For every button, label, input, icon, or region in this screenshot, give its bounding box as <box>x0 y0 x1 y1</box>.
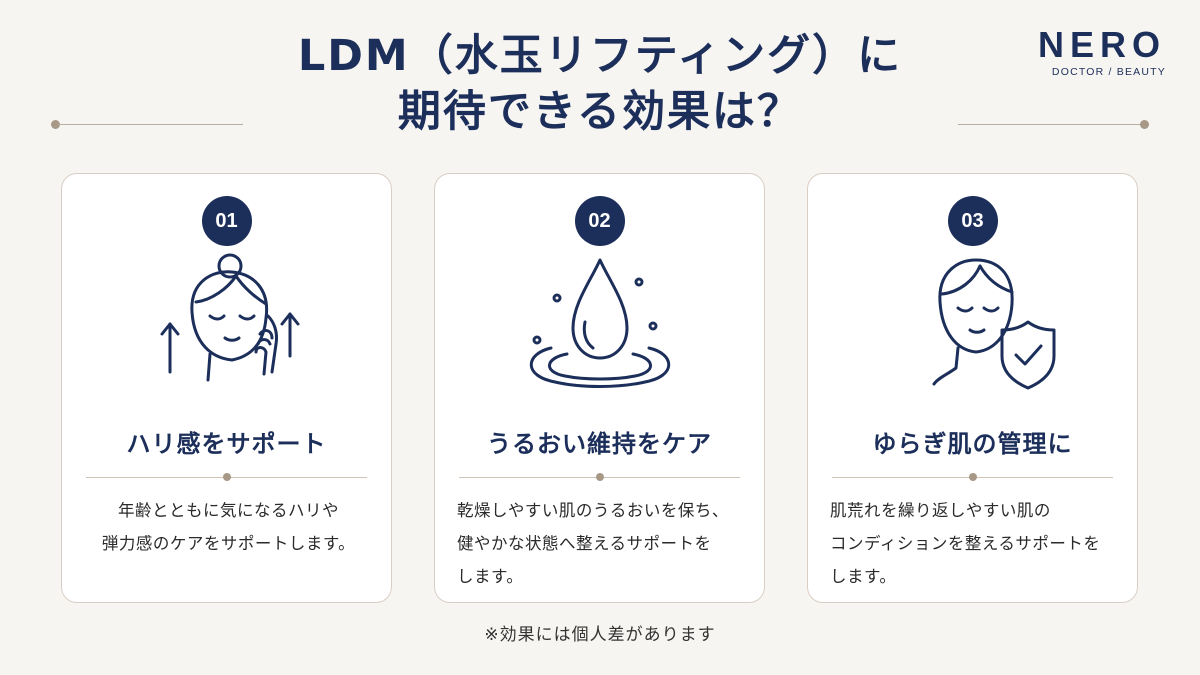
water-drop-icon <box>529 258 670 388</box>
right-divider-line <box>958 124 1143 125</box>
card-description-line: 弾力感のケアをサポートします。 <box>101 534 356 553</box>
card-description: 乾燥しやすい肌のうるおいを保ち、 健やかな状態へ整えるサポートを します。 <box>457 494 746 593</box>
card-description-line: 健やかな状態へ整えるサポートを <box>457 534 712 553</box>
card-divider-dot <box>222 473 231 481</box>
title-line-2: 期待できる効果は？ <box>397 87 803 137</box>
card-heading: うるおい維持をケア <box>487 430 712 458</box>
brand-subtitle: DOCTOR / BEAUTY <box>1051 66 1166 78</box>
effect-card-3: 03 ゆらぎ肌の管理に 肌荒れを繰り返しやすい肌の コンディションを整えるサポー… <box>807 173 1138 603</box>
left-divider-dot <box>51 120 60 129</box>
card-description-line: 年齢とともに気になるハリや <box>118 501 339 520</box>
brand-name: NERO <box>1037 24 1166 65</box>
card-description-line: 乾燥しやすい肌のうるおいを保ち、 <box>457 501 729 520</box>
right-divider-dot <box>1140 120 1149 129</box>
page-title: LDM（水玉リフティング）に 期待できる効果は？ <box>0 28 1200 140</box>
left-divider-line <box>58 124 243 125</box>
face-shield-icon <box>932 258 1055 390</box>
title-line-1: LDM（水玉リフティング）に <box>297 31 903 81</box>
card-description: 肌荒れを繰り返しやすい肌の コンディションを整えるサポートを します。 <box>830 494 1119 593</box>
effect-card-1: 01 ハリ感をサポート 年齢とともに気になるハリや 弾力感のケアをサポートします… <box>61 173 392 603</box>
card-divider-dot <box>968 473 977 481</box>
card-description: 年齢とともに気になるハリや 弾力感のケアをサポートします。 <box>84 494 373 560</box>
card-number-badge: 02 <box>574 196 625 246</box>
card-heading: ハリ感をサポート <box>126 430 327 458</box>
effect-card-2: 02 うるおい維持をケア 乾燥しやすい肌のうるおいを保ち、 健やかな状態へ整える… <box>434 173 765 603</box>
card-heading: ゆらぎ肌の管理に <box>872 430 1073 458</box>
brand-logo: NERO DOCTOR / BEAUTY <box>1037 24 1166 79</box>
card-divider-dot <box>595 473 604 481</box>
face-lift-icon <box>160 253 299 382</box>
card-description-line: します。 <box>830 567 897 586</box>
card-description-line: 肌荒れを繰り返しやすい肌の <box>830 501 1051 520</box>
card-number-badge: 03 <box>947 196 998 246</box>
card-description-line: コンディションを整えるサポートを <box>830 534 1101 553</box>
disclaimer-footnote: ※効果には個人差があります <box>484 625 716 645</box>
card-description-line: します。 <box>457 567 524 586</box>
card-number-badge: 01 <box>201 196 252 246</box>
